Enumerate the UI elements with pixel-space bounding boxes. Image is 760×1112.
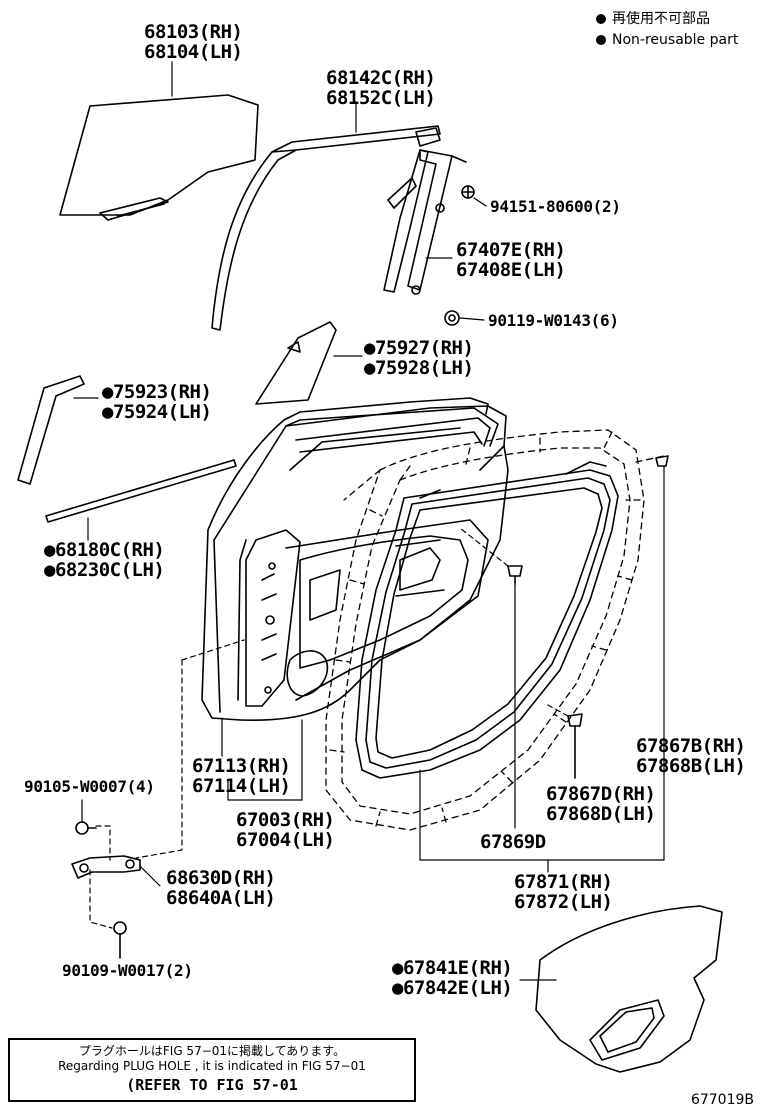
frame-cover — [17, 375, 85, 485]
label-door-panel-rh: 67113(RH) — [192, 755, 291, 777]
label-frame-cover-lh: ●75924(LH) — [102, 401, 212, 423]
figure-id: 677019B — [690, 1092, 754, 1108]
label-door-assy-lh: 67004(LH) — [236, 829, 335, 851]
label-run-channel-lh: 68152C(LH) — [326, 87, 436, 109]
legend-japanese: 再使用不可部品 — [596, 10, 710, 28]
label-screw-90119: 90119-W0143(6) — [488, 311, 619, 330]
glass-run-channel — [211, 125, 441, 331]
label-glass-lh: 68104(LH) — [144, 41, 243, 63]
label-weatherstrip-lower-rh: 67867D(RH) — [546, 783, 656, 805]
note-english: Regarding PLUG HOLE , it is indicated in… — [58, 1059, 366, 1073]
door-weatherstrip — [355, 461, 619, 779]
label-bolt-90109: 90109-W0017(2) — [62, 961, 193, 980]
label-hinge-rh: 68630D(RH) — [166, 867, 276, 889]
label-bolt-90105: 90105-W0007(4) — [24, 777, 155, 796]
label-door-assy-rh: 67003(RH) — [236, 809, 335, 831]
clip-67869 — [507, 565, 523, 585]
clip-94151 — [461, 185, 475, 199]
label-division-bar-lh: 67408E(LH) — [456, 259, 566, 281]
label-quarter-cover-rh: ●75927(RH) — [364, 337, 474, 359]
door-hinge — [71, 855, 141, 879]
bolt-90105 — [75, 821, 97, 835]
legend-english: Non-reusable part — [596, 31, 738, 49]
label-quarter-cover-lh: ●75928(LH) — [364, 357, 474, 379]
screw-90119 — [444, 310, 460, 326]
label-belt-moulding-lh: ●68230C(LH) — [44, 559, 165, 581]
label-weatherstrip-assy-lh: 67872(LH) — [514, 891, 613, 913]
bullet-icon — [596, 14, 606, 24]
clip-67867b — [655, 455, 669, 467]
quarter-cover — [255, 321, 337, 405]
opening-seal-outline — [325, 429, 665, 831]
bolt-90109 — [113, 921, 127, 959]
label-service-hole-cover-lh: ●67842E(LH) — [392, 977, 513, 999]
door-glass — [59, 94, 259, 221]
label-run-channel-rh: 68142C(RH) — [326, 67, 436, 89]
label-hinge-lh: 68640A(LH) — [166, 887, 276, 909]
label-division-bar-rh: 67407E(RH) — [456, 239, 566, 261]
door-assembly — [201, 397, 509, 722]
label-weatherstrip-assy-rh: 67871(RH) — [514, 871, 613, 893]
note-reference: (REFER TO FIG 57-01 — [126, 1076, 298, 1094]
label-weatherstrip-lower-lh: 67868D(LH) — [546, 803, 656, 825]
service-hole-cover — [535, 905, 723, 1073]
label-door-panel-lh: 67114(LH) — [192, 775, 291, 797]
clip-67867d — [567, 713, 583, 779]
note-japanese: プラグホールはFIG 57−01に掲載してあります。 — [78, 1044, 346, 1058]
label-glass-rh: 68103(RH) — [144, 21, 243, 43]
label-frame-cover-rh: ●75923(RH) — [102, 381, 212, 403]
label-service-hole-cover-rh: ●67841E(RH) — [392, 957, 513, 979]
label-belt-moulding-rh: ●68180C(RH) — [44, 539, 165, 561]
hinge-leader-lines — [89, 639, 245, 929]
label-weatherstrip-upper-lh: 67868B(LH) — [636, 755, 746, 777]
label-weatherstrip-upper-rh: 67867B(RH) — [636, 735, 746, 757]
belt-moulding — [45, 459, 237, 523]
label-clip-94151: 94151-80600(2) — [490, 197, 621, 216]
division-bar — [383, 149, 467, 295]
bullet-icon — [596, 35, 606, 45]
label-clip-67869: 67869D — [480, 831, 546, 853]
plug-hole-note: プラグホールはFIG 57−01に掲載してあります。 Regarding PLU… — [8, 1038, 416, 1102]
